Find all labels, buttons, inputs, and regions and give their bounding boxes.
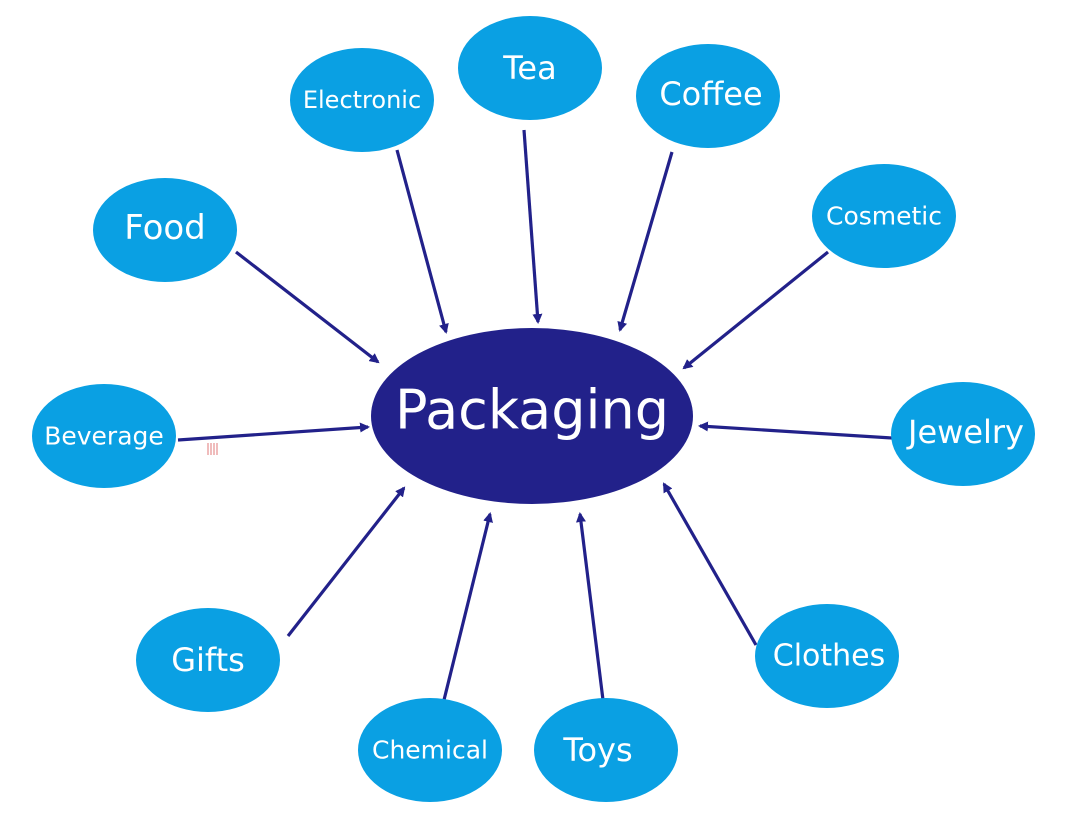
center-node-shape <box>371 328 693 504</box>
node-toys-label: Toys <box>562 731 632 769</box>
node-clothes-label: Clothes <box>773 639 886 674</box>
node-jewelry-shape <box>891 382 1035 486</box>
arrow-tea <box>522 129 543 324</box>
arrow-cosmetic <box>682 250 830 370</box>
arrow-beverage <box>177 422 370 442</box>
node-beverage-shape <box>32 384 176 488</box>
center-node[interactable]: Packaging <box>371 328 693 504</box>
node-jewelry[interactable]: Jewelry <box>891 382 1035 486</box>
node-food-shape <box>93 178 237 282</box>
node-gifts-label: Gifts <box>171 641 245 679</box>
node-food[interactable]: Food <box>93 178 237 282</box>
node-food-label: Food <box>124 208 206 248</box>
node-cosmetic-shape <box>812 164 956 268</box>
node-electronic[interactable]: Electronic <box>290 48 434 152</box>
node-clothes[interactable]: Clothes <box>755 604 899 708</box>
arrow-toys <box>576 512 605 701</box>
arrow-chemical <box>442 512 493 701</box>
arrows <box>177 129 893 701</box>
node-coffee-shape <box>636 44 780 148</box>
arrow-coffee <box>617 151 674 332</box>
arrow-electronic <box>395 149 449 334</box>
node-beverage-label: Beverage <box>44 422 164 451</box>
node-cosmetic[interactable]: Cosmetic <box>812 164 956 268</box>
node-gifts-shape <box>136 608 280 712</box>
node-toys[interactable]: Toys <box>534 698 678 802</box>
node-electronic-label: Electronic <box>303 86 421 114</box>
arrow-clothes <box>662 482 758 646</box>
node-beverage[interactable]: Beverage <box>32 384 176 488</box>
arrow-gifts <box>286 486 406 637</box>
node-tea-shape <box>458 16 602 120</box>
node-electronic-shape <box>290 48 434 152</box>
node-toys-shape <box>534 698 678 802</box>
node-tea[interactable]: Tea <box>458 16 602 120</box>
node-coffee[interactable]: Coffee <box>636 44 780 148</box>
node-coffee-label: Coffee <box>659 75 762 113</box>
text-cursor-marks <box>207 443 218 455</box>
arrow-food <box>235 250 380 364</box>
node-jewelry-label: Jewelry <box>906 413 1024 451</box>
node-gifts[interactable]: Gifts <box>136 608 280 712</box>
node-tea-label: Tea <box>502 49 556 87</box>
node-chemical[interactable]: Chemical <box>358 698 502 802</box>
node-cosmetic-label: Cosmetic <box>826 202 942 231</box>
center-node-label: Packaging <box>395 379 669 442</box>
arrow-jewelry <box>698 421 893 440</box>
node-chemical-label: Chemical <box>372 736 488 765</box>
node-chemical-shape <box>358 698 502 802</box>
node-clothes-shape <box>755 604 899 708</box>
